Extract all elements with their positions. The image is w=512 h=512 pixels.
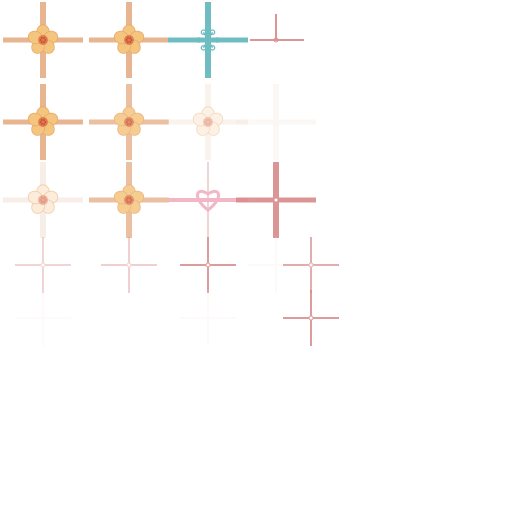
sprite-ribbon-cross-knot [236,162,316,238]
flower-icon [27,106,59,136]
knot-icon [40,262,46,268]
ribbon-vertical [207,290,209,346]
sprite-ribbon-cross-knot [180,237,236,293]
knot-icon [308,315,314,321]
sprite-ribbon-cross-faint [248,237,304,293]
snowflake-icon [196,29,220,51]
knot-icon [273,197,279,203]
heart-icon [196,189,220,212]
sprite-ribbon-cross-faint [15,290,71,346]
sprite-ribbon-cross-faint [236,84,316,160]
knot-icon [205,262,211,268]
sprite-ribbon-heart [168,162,248,238]
ribbon-horizontal [15,264,71,266]
flower-icon [192,106,224,136]
sprite-ribbon-cross-faint [180,290,236,346]
ribbon-horizontal [101,264,157,266]
sprite-ribbon-cross-knot [283,237,339,293]
flower-icon [113,184,145,214]
ribbon-horizontal [168,119,248,125]
ribbon-horizontal [236,119,316,125]
sprite-ribbon-cross-knot [283,290,339,346]
ribbon-vertical [42,237,44,293]
sprite-ribbon-cross-knot [15,237,71,293]
sprite-ribbon-cross-flower [3,2,83,78]
knot-icon [126,262,132,268]
sprite-ribbon-cross-knot [101,237,157,293]
sprite-ribbon-cross-flower [168,84,248,160]
sprite-ribbon-cross-flower [89,2,169,78]
ribbon-vertical [275,237,277,293]
sprite-ribbon-cross-flower [3,162,83,238]
ribbon-vertical [42,290,44,346]
flower-icon [27,184,59,214]
ribbon-vertical [273,84,279,160]
flower-icon [27,24,59,54]
sprite-ribbon-cross-flower [89,162,169,238]
flower-icon [113,106,145,136]
ribbon-vertical [128,237,130,293]
ribbon-horizontal [15,317,71,319]
sprite-ribbon-cross-snowflake [168,2,248,78]
sprite-ribbon-corner-knot [250,14,304,43]
flower-icon [113,24,145,54]
ribbon-horizontal [248,264,304,266]
sprite-ribbon-cross-flower [89,84,169,160]
ribbon-vertical [205,84,211,160]
ribbon-horizontal [180,317,236,319]
knot-icon [308,262,314,268]
sprite-ribbon-cross-flower [3,84,83,160]
